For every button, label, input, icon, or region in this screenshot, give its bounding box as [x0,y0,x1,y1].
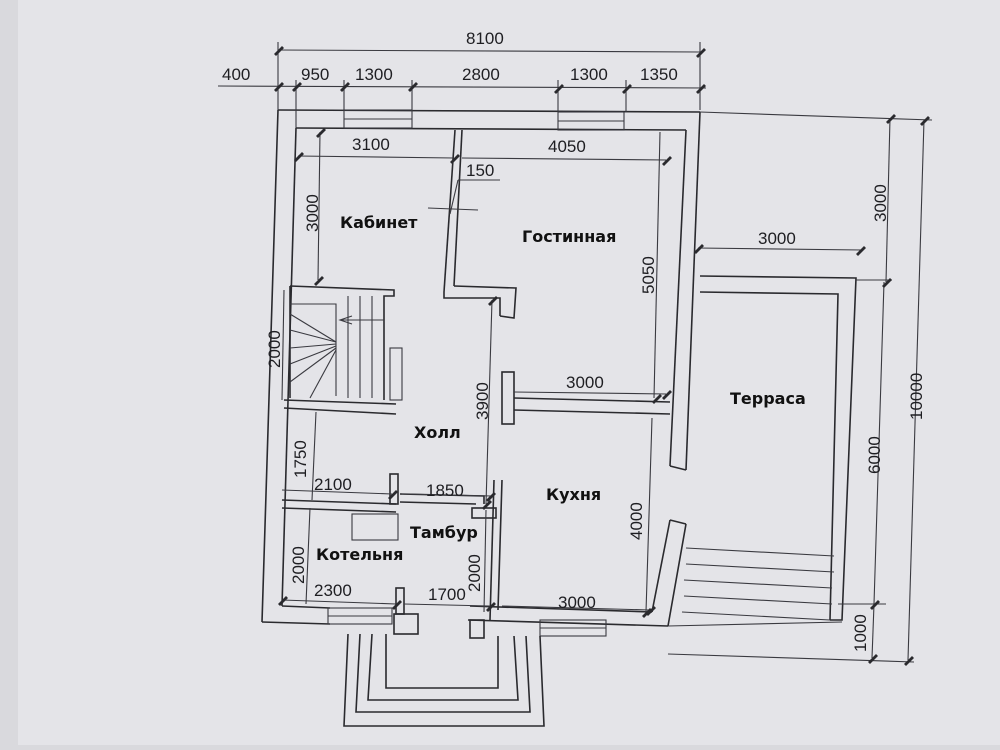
dim-2300: 2300 [314,581,352,600]
dim-left-1750: 1750 [291,440,310,478]
dimension-labels: 8100 400 950 1300 2800 1300 1350 3100 40… [222,29,926,652]
dim-terrace-top-width: 3000 [758,229,796,248]
dim-2100: 2100 [314,475,352,494]
dim-tambur-2000: 2000 [465,554,484,592]
room-label-kuhnya: Кухня [546,485,601,504]
dim-right-3000: 3000 [871,184,890,222]
room-label-terrasa: Терраса [730,389,806,408]
room-label-gostinnaya: Гостинная [522,227,616,246]
dim-400: 400 [222,65,250,84]
dim-950: 950 [301,65,329,84]
dim-total-width: 8100 [466,29,504,48]
windows [327,109,625,637]
dim-kuhnya-4000: 4000 [627,502,646,540]
dim-1300-right: 1300 [570,65,608,84]
dim-gostinnaya-width: 4050 [548,137,586,156]
dim-right-10000: 10000 [907,373,926,420]
entrance-porch [343,633,545,727]
dim-right-6000: 6000 [865,436,884,474]
dim-stairs-2000: 2000 [265,330,284,368]
room-label-holl: Холл [414,423,461,442]
room-label-kotelnya: Котельня [316,545,403,564]
room-label-kabinet: Кабинет [340,213,418,232]
interior-walls [281,129,671,639]
dim-right-1000: 1000 [851,614,870,652]
dim-bottom-3000: 3000 [558,593,596,612]
dim-2800: 2800 [462,65,500,84]
staircase [289,285,403,401]
dim-kabinet-width: 3100 [352,135,390,154]
dim-holl-3900: 3900 [473,382,492,420]
room-labels: Кабинет Гостинная Терраса Холл Кухня Там… [316,213,806,564]
dimension-ticks [274,46,930,666]
terrace [667,275,857,627]
dim-1700: 1700 [428,585,466,604]
room-label-tambur: Тамбур [410,523,478,542]
dimension-lines [217,42,933,663]
dim-wall-150: 150 [466,161,494,180]
dim-kotelnya-2000: 2000 [289,546,308,584]
dim-1850: 1850 [426,481,464,500]
dim-1300-left: 1300 [355,65,393,84]
dim-gostinnaya-height: 5050 [639,256,658,294]
dim-mid-3000: 3000 [566,373,604,392]
dim-1350: 1350 [640,65,678,84]
dim-kabinet-height: 3000 [303,194,322,232]
